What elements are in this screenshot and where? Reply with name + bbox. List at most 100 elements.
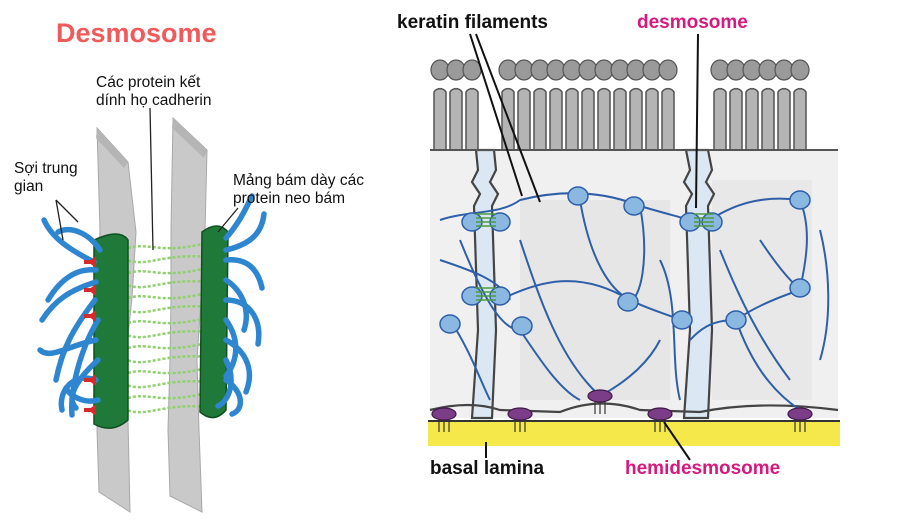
desmosome-plaque: [671, 310, 693, 330]
keratin-strand: [499, 280, 631, 301]
title-desmosome: Desmosome: [56, 18, 217, 48]
keratin-strand: [735, 319, 801, 411]
label-keratin-filaments: keratin filaments: [397, 12, 548, 33]
label-intermediate-filament: Sợi trung gian: [14, 160, 78, 196]
microvillus: [613, 87, 627, 150]
label-plaque-line-1: Mảng bám dày các: [233, 172, 364, 189]
hemidesmosome: [787, 407, 813, 421]
microvillus: [729, 87, 743, 150]
anchor-stem: [84, 408, 91, 412]
anchor-protein: [88, 284, 96, 296]
microvillus-tip: [514, 59, 534, 81]
label-plaque: Mảng bám dày các protein neo bám: [233, 172, 364, 208]
filament-strand: [41, 217, 97, 265]
anchor-protein: [88, 404, 96, 416]
desmosome-plaque: [789, 278, 811, 298]
filament-strand: [53, 297, 98, 383]
microvillus-tip: [430, 59, 450, 81]
desmosome-plaque: [623, 196, 645, 216]
cadherin-strand: [127, 380, 203, 389]
microvillus-tip: [790, 59, 810, 81]
cadherin-strand: [127, 330, 203, 339]
intermediate-filaments-left: [37, 217, 103, 418]
pointer-fiber-2: [55, 199, 64, 241]
microvillus-tip: [726, 59, 746, 81]
desmosome-junctions: [476, 213, 714, 301]
anchor-protein: [88, 374, 96, 386]
microvillus: [517, 87, 531, 150]
microvillus-tip: [774, 59, 794, 81]
label-desmosome: desmosome: [637, 12, 748, 33]
microvillus: [433, 87, 447, 150]
microvillus-tip: [642, 59, 662, 81]
anchor-stem: [84, 378, 91, 382]
label-plaque-line-2: protein neo bám: [233, 189, 346, 207]
label-fiber-line-1: Sợi trung: [14, 160, 78, 177]
cadherin-strand: [127, 242, 203, 250]
cadherin-strand: [127, 280, 203, 289]
microvillus-tip: [742, 59, 762, 81]
hemidesmosome: [431, 407, 457, 421]
anchor-stem: [84, 260, 91, 264]
cadherin-proteins: [127, 242, 203, 414]
cadherin-strand: [127, 292, 203, 300]
microvillus: [597, 87, 611, 150]
cadherin-strand: [127, 405, 203, 414]
microvillus: [745, 87, 759, 150]
label-cadherin-line-1: Các protein kết: [96, 74, 201, 91]
right-plaque: [199, 225, 229, 419]
pointer-keratin-2: [475, 33, 541, 203]
microvillus: [661, 87, 675, 150]
pointer-cadherin: [149, 107, 154, 251]
cadherin-strand: [127, 255, 203, 264]
microvillus: [533, 87, 547, 150]
hemidesmosome: [647, 407, 673, 421]
desmosome-3d-model: [37, 107, 267, 513]
desmosome-plaque: [439, 314, 461, 334]
keratin-strand: [599, 339, 661, 397]
keratin-strand: [519, 329, 581, 401]
microvillus: [549, 87, 563, 150]
label-cadherin: Các protein kết dính họ cadherin: [96, 74, 211, 110]
keratin-strand: [659, 259, 681, 401]
microvillus-tip: [562, 59, 582, 81]
filament-strand: [63, 385, 101, 404]
desmosome-plaque: [511, 316, 533, 336]
desmosome-plaque: [789, 190, 811, 210]
cadherin-strand: [127, 367, 203, 375]
microvillus: [761, 87, 775, 150]
hemidesmosomes: [431, 389, 813, 432]
hemidesmosome: [587, 389, 613, 403]
filament-strand: [69, 357, 101, 411]
microvillus-tip: [610, 59, 630, 81]
microvillus: [777, 87, 791, 150]
microvillus: [645, 87, 659, 150]
desmosome-plaque: [617, 292, 639, 312]
filament-strand: [223, 211, 267, 253]
microvillus-tip: [710, 59, 730, 81]
cadherin-strand: [127, 392, 203, 400]
anchor-stem: [84, 288, 91, 292]
filament-strand: [39, 279, 99, 323]
pointer-plaque: [217, 207, 239, 233]
pointer-fiber-1: [55, 199, 79, 223]
cadherin-strand: [127, 355, 203, 364]
microvillus-tip: [498, 59, 518, 81]
filament-strand: [223, 257, 265, 291]
microvillus: [581, 87, 595, 150]
epithelium-illustration: [428, 33, 840, 461]
microvillus-tip: [594, 59, 614, 81]
left-plaque: [93, 233, 129, 429]
label-cadherin-line-2: dính họ cadherin: [96, 91, 212, 109]
cadherin-strand: [127, 305, 203, 314]
microvillus: [565, 87, 579, 150]
microvillus-tip: [758, 59, 778, 81]
microvillus: [713, 87, 727, 150]
microvillus-tip: [658, 59, 678, 81]
keratin-strand: [819, 229, 830, 361]
anchor-protein: [88, 256, 96, 268]
basal-lamina: [428, 420, 840, 446]
desmosome-plaque: [725, 310, 747, 330]
pointer-hemi: [663, 421, 691, 461]
